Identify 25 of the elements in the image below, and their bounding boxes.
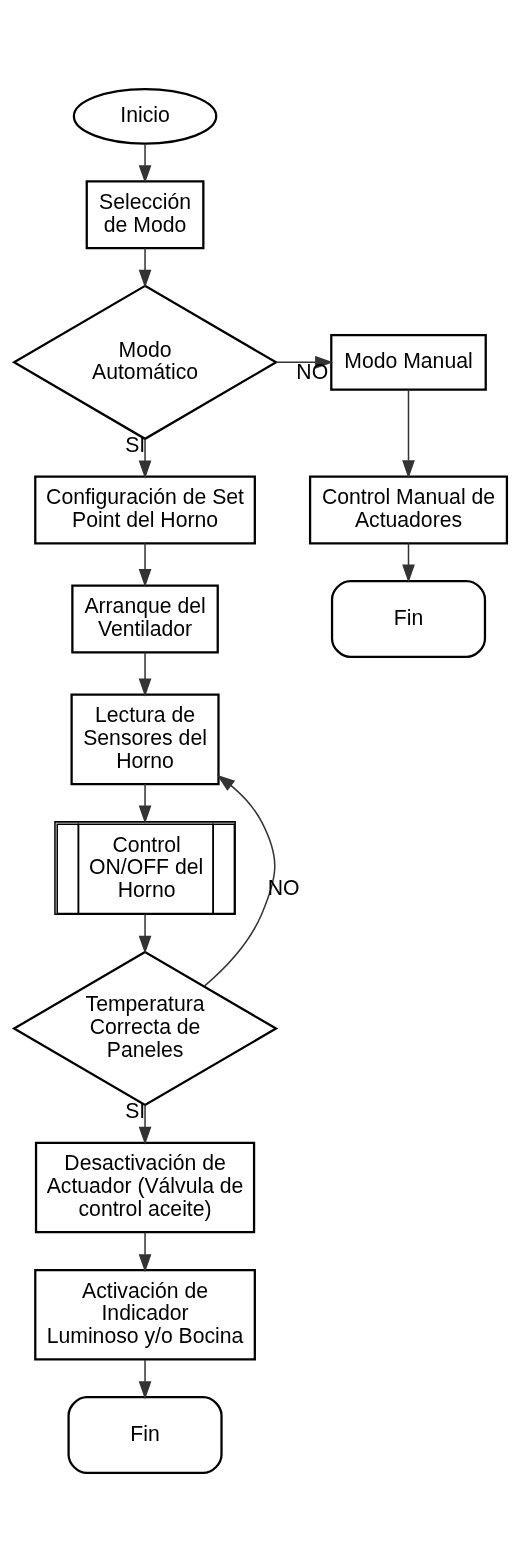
- node-ellipse: Inicio: [72, 87, 218, 145]
- node-box: Desactivación de Actuador (Válvula de control aceite): [34, 1141, 256, 1234]
- node-box: Configuración de Set Point del Horno: [34, 475, 256, 545]
- edge-label: NO: [296, 360, 329, 384]
- arrow: [138, 438, 152, 479]
- node-box: Activación de Indicador Luminoso y/o Bocina: [34, 1268, 256, 1361]
- node-box: Lectura de Sensores del Horno: [70, 693, 220, 786]
- node-box: Control Manual de Actuadores: [308, 475, 509, 545]
- arrow: [203, 774, 276, 987]
- arrow: [402, 388, 415, 479]
- arrow: [138, 1104, 152, 1145]
- node-box: Selección de Modo: [85, 180, 205, 250]
- arrow: [138, 651, 152, 697]
- node-box: Modo Manual: [330, 333, 487, 391]
- arrow: [138, 913, 152, 954]
- node-box: Fin: [330, 580, 487, 658]
- arrow: [138, 143, 152, 184]
- arrow: [138, 783, 152, 824]
- node-box: Arranque del Ventilador: [71, 584, 219, 654]
- arrow: [402, 542, 415, 583]
- arrow: [138, 247, 152, 288]
- node-box: Fin: [67, 1396, 223, 1475]
- arrow: [138, 1231, 152, 1273]
- arrow: [138, 1359, 152, 1400]
- arrow: [138, 542, 152, 588]
